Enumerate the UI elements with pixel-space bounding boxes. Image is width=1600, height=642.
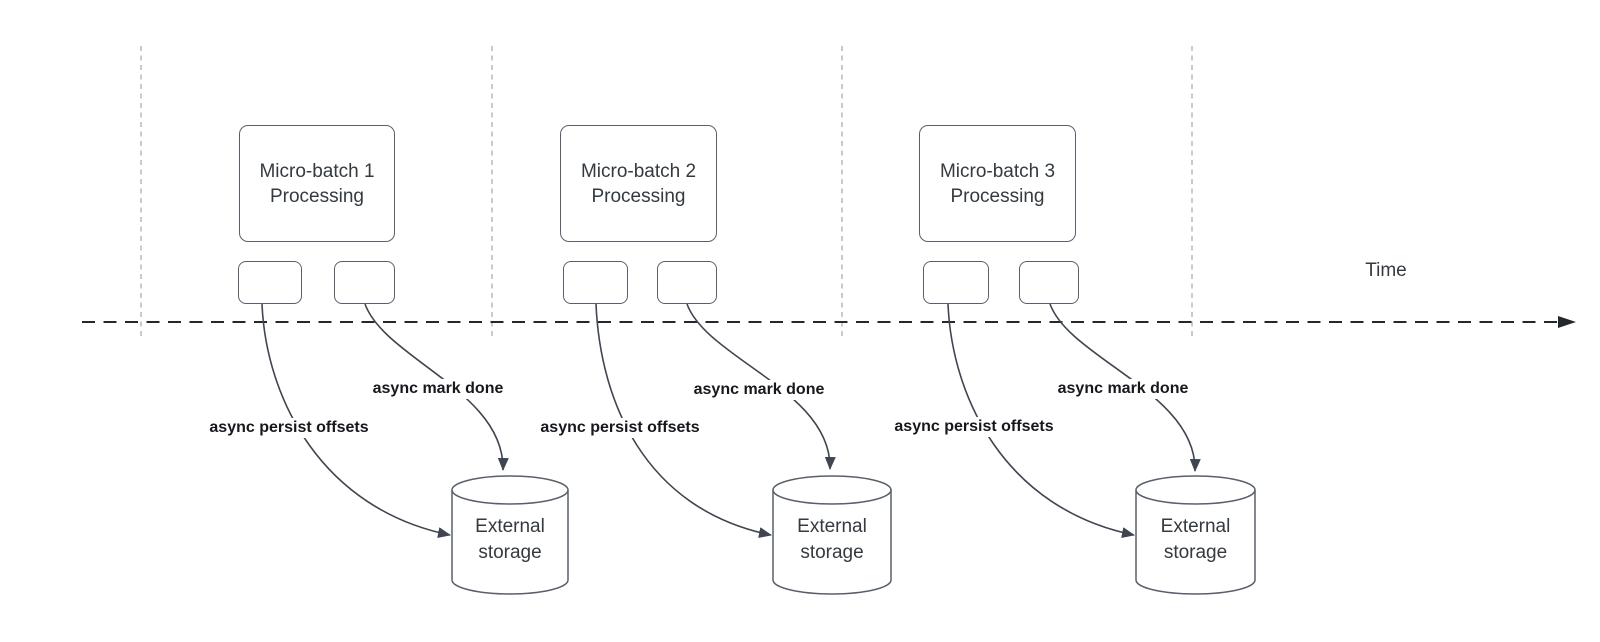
persist-offsets-arrow [595,303,772,538]
external-storage-cylinder [772,490,892,595]
persist-offsets-label: async persist offsets [537,418,703,438]
persist-offsets-arrow [261,303,451,538]
persist-offset-task-box [238,261,302,304]
persist-offsets-arrow [947,303,1135,538]
microbatch-2-box: Micro-batch 2 Processing [560,125,717,242]
external-storage-cylinder-top [451,475,569,505]
external-storage-label: External storage [475,516,545,563]
microbatch-1-box-title: Micro-batch 1 Processing [259,160,375,207]
microbatch-3-box-title: Micro-batch 3 Processing [939,160,1056,207]
persist-offsets-label: async persist offsets [206,418,372,438]
external-storage-cylinder [451,490,569,595]
mark-done-task-box [334,261,395,304]
mark-done-label: async mark done [369,379,507,399]
external-storage-label: External storage [1160,516,1231,563]
mark-done-arrow [686,303,836,470]
external-storage-cylinder [1135,490,1256,595]
microbatch-3-box: Micro-batch 3 Processing [919,125,1076,242]
mark-done-task-box [1019,261,1079,304]
external-storage-cylinder-top [1135,475,1256,505]
mark-done-task-box [657,261,717,304]
external-storage-cylinder-top [772,475,892,505]
external-storage-label: External storage [797,516,867,563]
microbatch-2-box-title: Micro-batch 2 Processing [580,160,697,207]
microbatch-1-box: Micro-batch 1 Processing [239,125,395,242]
persist-offset-task-box [563,261,628,304]
mark-done-label: async mark done [1054,379,1192,399]
mark-done-label: async mark done [690,380,828,400]
persist-offset-task-box [923,261,989,304]
mark-done-arrow [364,303,509,471]
mark-done-arrow [1049,303,1201,472]
time-axis-label: Time [1365,260,1407,281]
persist-offsets-label: async persist offsets [891,417,1057,437]
